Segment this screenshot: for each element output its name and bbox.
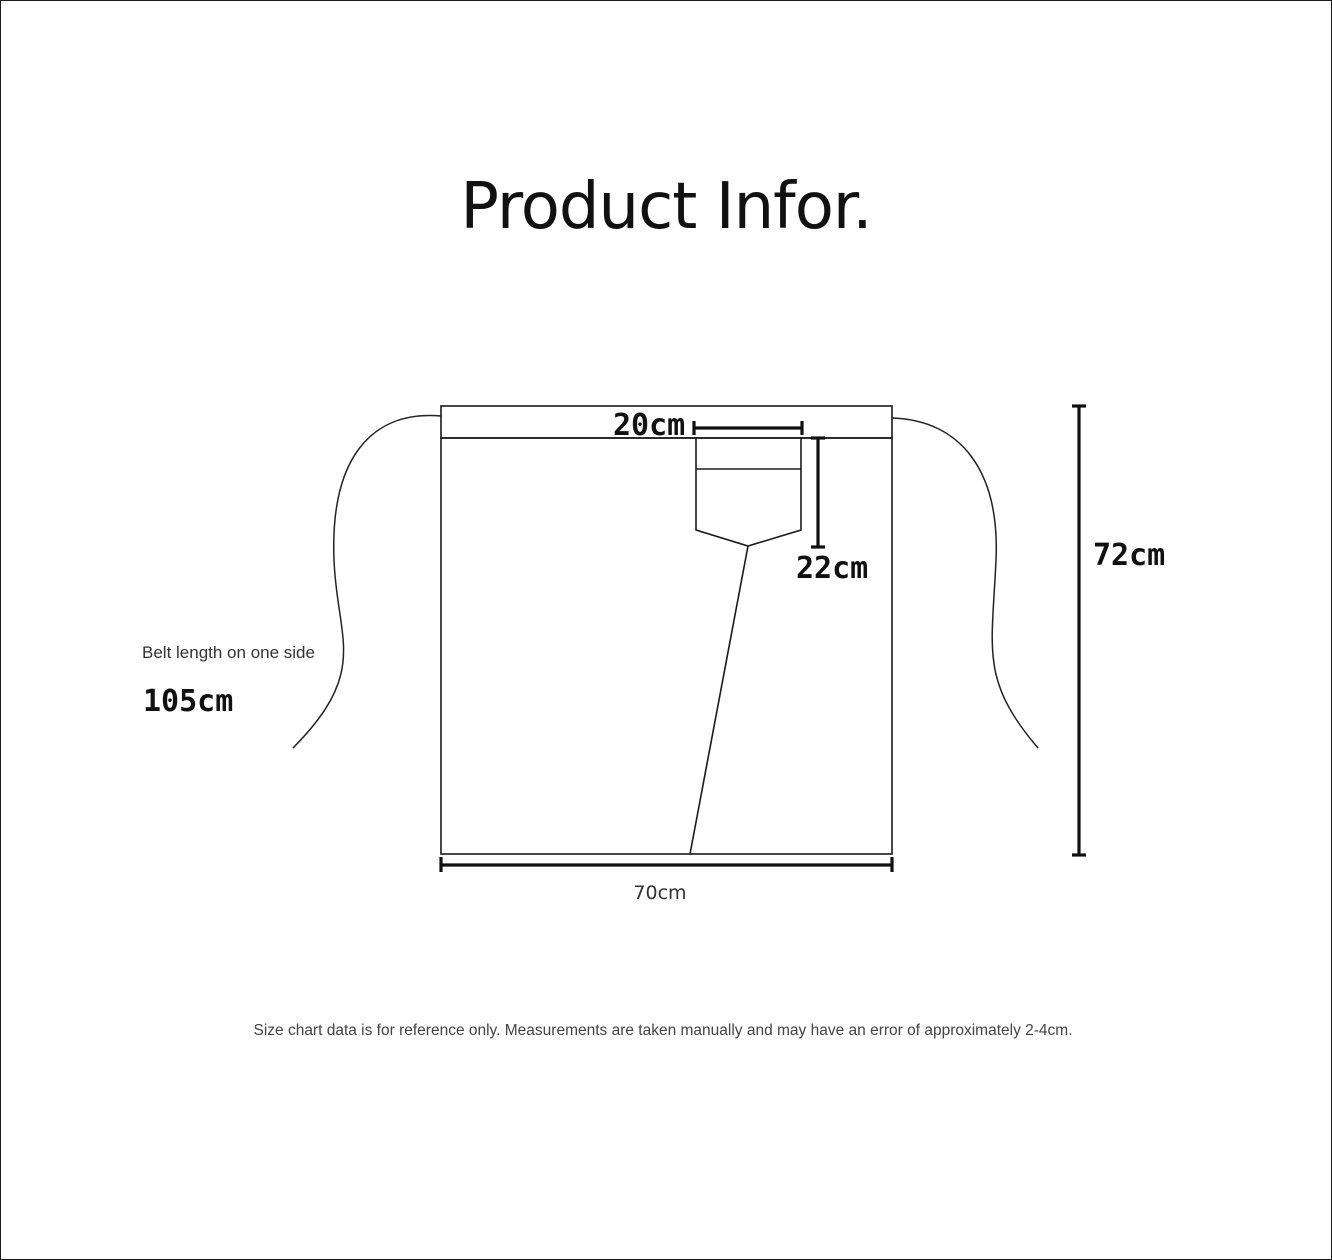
pocket-width-label: 20cm xyxy=(613,408,685,443)
belt-length-label: 105cm xyxy=(143,684,233,719)
left-strap xyxy=(292,414,442,749)
right-strap xyxy=(891,417,1039,749)
pocket-height-label: 22cm xyxy=(796,551,868,586)
apron-outline xyxy=(440,405,893,855)
length-dimension: 72cm xyxy=(1072,404,1165,857)
pocket-width-dimension: 20cm xyxy=(613,408,804,443)
belt-length-caption: Belt length on one side xyxy=(142,643,315,662)
page-title: Product Infor. xyxy=(460,170,871,244)
length-label: 72cm xyxy=(1093,538,1165,573)
apron-body xyxy=(440,437,893,855)
pocket xyxy=(695,438,802,547)
width-label: 70cm xyxy=(633,882,686,904)
belt-dimension: Belt length on one side 105cm xyxy=(142,643,315,719)
pocket-outline xyxy=(695,438,802,547)
pocket-height-dimension: 22cm xyxy=(796,436,868,586)
width-dimension: 70cm xyxy=(439,857,894,904)
pleat-line xyxy=(689,545,749,855)
size-disclaimer: Size chart data is for reference only. M… xyxy=(253,1022,1072,1039)
